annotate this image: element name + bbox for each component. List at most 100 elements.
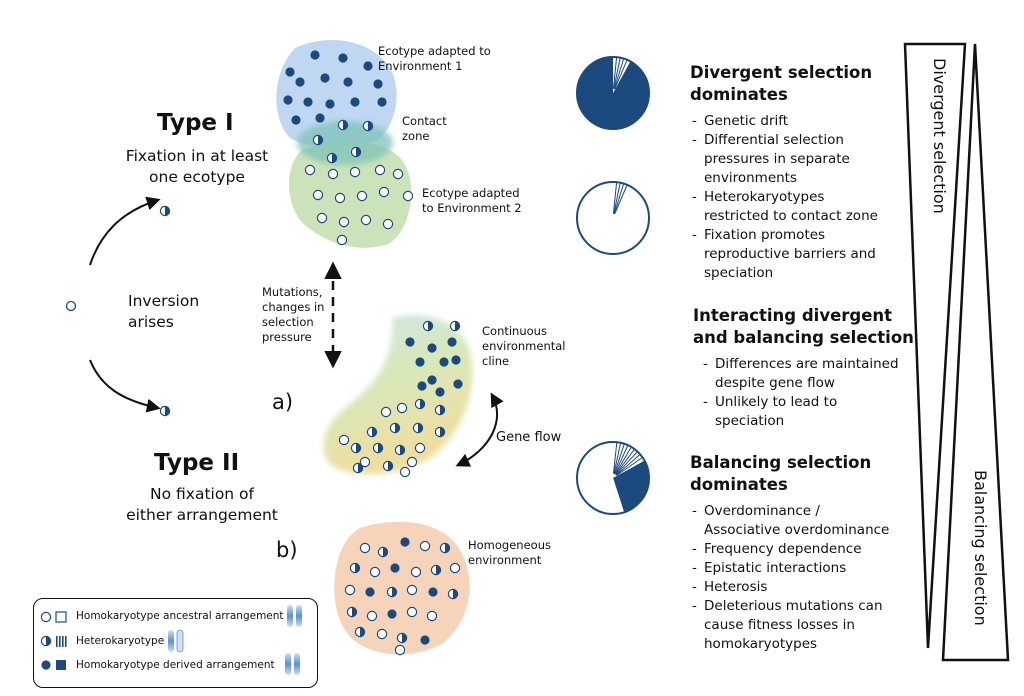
pie-hatch-line (613, 443, 625, 475)
bullet-item: Frequency dependence (690, 540, 889, 559)
ancestral-dot (419, 540, 431, 552)
pie-hatch-line (614, 59, 628, 90)
karyotype-pie (576, 441, 650, 515)
inversion-label: Inversion arises (128, 291, 199, 333)
bullet-line: Genetic drift (704, 113, 789, 129)
bullet-line: speciation (704, 265, 774, 281)
type-i-subtitle: Fixation in at least one ecotype (122, 146, 272, 188)
bullet-line: pressures in separate (704, 151, 850, 167)
ancestral-dot (359, 456, 371, 468)
pie-hatch-line (613, 58, 625, 90)
derived-dot (435, 387, 445, 397)
ancestral-dot (406, 584, 418, 596)
panel-a-label: a) (272, 390, 294, 414)
heading-line: and balancing selection (693, 328, 914, 347)
section-heading: Balancing selection dominates (690, 452, 889, 496)
hetero-dot (349, 562, 361, 574)
hetero-dot (447, 588, 459, 600)
derived-dot (377, 97, 387, 107)
heading-line: dominates (690, 475, 788, 494)
derived-dot (427, 375, 437, 385)
pie-outline (576, 441, 650, 515)
ancestral-dot (359, 542, 371, 554)
hetero-dot (434, 404, 446, 416)
bullet-item: Differences are maintained despite gene … (701, 355, 914, 393)
bullet-item: Differential selection pressures in sepa… (690, 131, 878, 188)
section-balancing: Balancing selection dominates Overdomina… (690, 452, 889, 654)
ancestral-dot (406, 456, 418, 468)
contact-zone-label: Contact zone (402, 114, 447, 144)
derived-dot (428, 587, 438, 597)
homog-line: Homogeneous (468, 538, 551, 552)
derived-dot (325, 99, 335, 109)
bullet-line: Differences are maintained (715, 356, 899, 372)
section-interacting: Interacting divergent and balancing sele… (693, 305, 914, 431)
type-i-title: Type I (157, 110, 234, 136)
ancestral-dot (414, 442, 426, 454)
inversion-ancestral-circle (65, 300, 77, 312)
gene-flow-label: Gene flow (496, 430, 562, 445)
cline-line: cline (482, 354, 510, 368)
contact-zone (297, 121, 393, 165)
ancestral-dot (380, 406, 392, 418)
bullet-list: Genetic drift Differential selection pre… (690, 112, 878, 283)
derived-dot (415, 357, 425, 367)
bullet-item: Deleterious mutations can cause fitness … (690, 597, 889, 654)
ancestral-dot (312, 189, 324, 201)
cline-blob (323, 315, 473, 475)
hetero-dot (430, 564, 442, 576)
derived-dot (387, 609, 397, 619)
legend-box (33, 598, 318, 688)
hetero-dot (389, 422, 401, 434)
ancestral-dot (360, 214, 372, 226)
legend-hetero: Heterokaryotype (76, 635, 165, 647)
ecotype-1-line: Environment 1 (378, 59, 463, 73)
mutation-line: changes in (262, 300, 325, 314)
bullet-line: environments (704, 170, 798, 186)
inversion-line: Inversion (128, 292, 200, 310)
hetero-dot (337, 119, 349, 131)
derived-square-icon (56, 660, 66, 670)
pie-outline (576, 56, 650, 130)
pie-slice-derived (613, 460, 649, 513)
balancing-wedge (941, 43, 1010, 662)
mutation-line: selection (262, 315, 314, 329)
hetero-dot (354, 626, 366, 638)
divergent-wedge (903, 42, 967, 649)
hetero-dot (396, 632, 408, 644)
ancestral-dot (336, 234, 348, 246)
derived-dot (373, 79, 383, 89)
legend-chromosome-ancestral (287, 605, 302, 627)
contact-line: Contact (402, 114, 447, 128)
derived-dot (343, 77, 353, 87)
type-ii-subtitle-line: either arrangement (126, 506, 278, 524)
ancestral-dot (426, 610, 438, 622)
bullet-list: Differences are maintained despite gene … (701, 355, 914, 431)
pie-hatch-line (613, 182, 621, 214)
legend-icons (40, 611, 67, 670)
ancestral-dot (378, 186, 390, 198)
bullet-line: Epistatic interactions (704, 560, 847, 576)
derived-dot (285, 67, 295, 77)
hetero-dot (350, 442, 362, 454)
pie-hatch-line (612, 57, 618, 89)
ancestral-dot (394, 644, 406, 656)
hetero-dot (366, 426, 378, 438)
ancestral-dot (406, 606, 418, 618)
ancestral-dot (410, 566, 422, 578)
arrow-to-type-ii (89, 359, 161, 413)
heading-line: Balancing selection (690, 453, 872, 472)
panel-b-label: b) (276, 538, 298, 562)
bullet-line: reproductive barriers and (704, 246, 876, 262)
pie-hatch-line (614, 184, 628, 215)
mutations-label: Mutations, changes in selection pressure (262, 285, 324, 345)
ancestral-dot (374, 164, 386, 176)
derived-dot (315, 113, 325, 123)
derived-dot (400, 537, 410, 547)
ancestral-dot (366, 610, 378, 622)
derived-dot (365, 587, 375, 597)
legend-ancestral: Homokaryotype ancestral arrangement (76, 610, 284, 622)
hetero-dot (439, 542, 451, 554)
cline-line: environmental (482, 339, 566, 353)
derived-dot (338, 53, 348, 63)
